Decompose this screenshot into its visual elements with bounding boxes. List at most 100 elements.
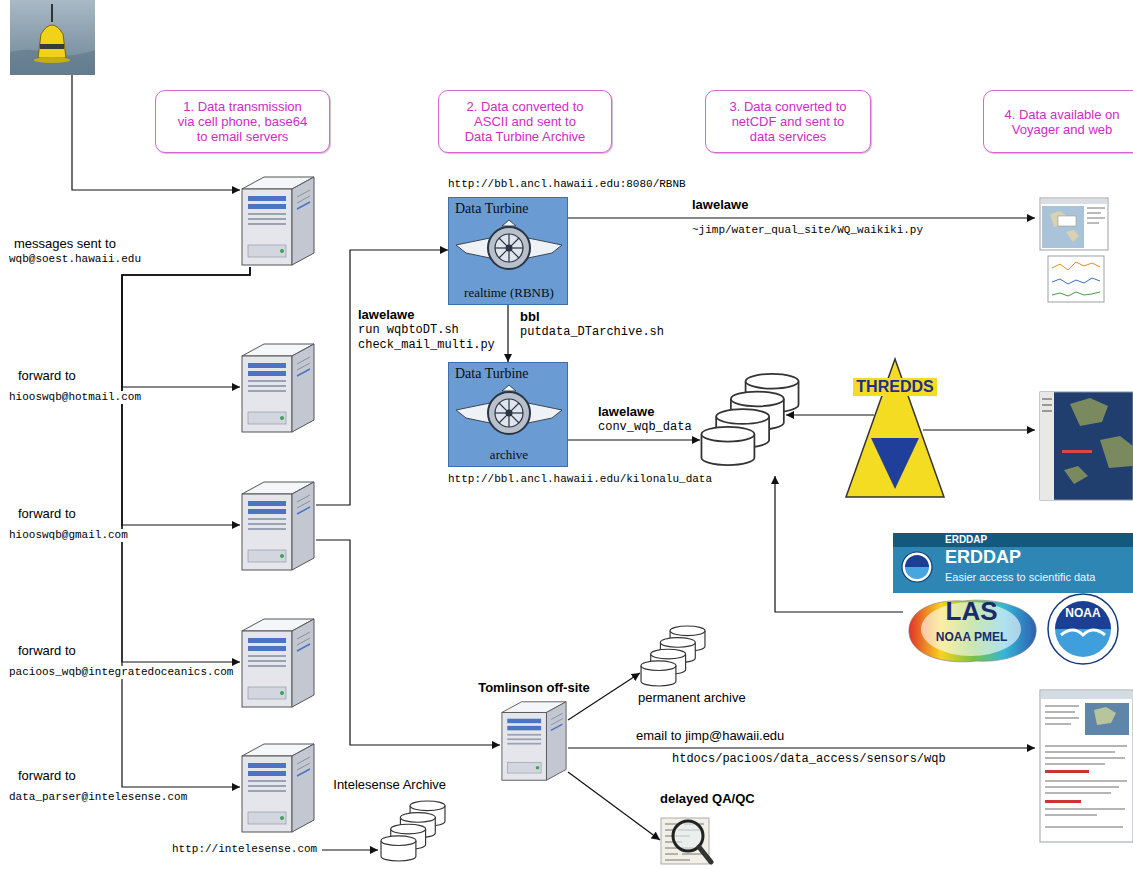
web-screenshot [1042, 206, 1084, 248]
connector [122, 267, 250, 387]
webpage-screenshot [1045, 717, 1079, 719]
flow-arrow [923, 429, 1035, 430]
map-screenshot [1040, 392, 1133, 500]
email-server-graphic [242, 619, 314, 707]
webpage-screenshot [1045, 757, 1125, 759]
step-text: 3. Data converted to netCDF and sent to … [724, 99, 852, 144]
host-label: lawelawe [358, 308, 414, 323]
email-server-graphic [242, 177, 314, 265]
webpage-screenshot [1045, 763, 1105, 765]
flow-arrow [568, 439, 700, 440]
noaa-logo: NOAA [1047, 593, 1119, 665]
web-screenshot [1087, 207, 1105, 209]
webpage-screenshot [1040, 690, 1133, 842]
thredds-logo-graphic [871, 438, 919, 489]
buoy-photo [40, 44, 64, 49]
webpage-screenshot [1094, 707, 1116, 725]
email-server-graphic [240, 617, 316, 709]
webpage-screenshot [1045, 814, 1097, 816]
server-name: Tomlinson off-site [478, 681, 590, 696]
webpage-screenshot [1045, 751, 1115, 753]
logo-text: ERDDAP [945, 547, 1021, 568]
flow-arrow [786, 414, 874, 415]
web-screenshot [1040, 198, 1108, 250]
erddap-logo-graphic [905, 567, 929, 579]
map-screenshot [1100, 436, 1133, 468]
webpage-screenshot [1045, 780, 1127, 782]
chart-screenshot [1052, 262, 1100, 270]
flow-arrow [568, 747, 1035, 748]
email-server-graphic [242, 744, 314, 832]
script-label: ~jimp/water_qual_site/WQ_waikiki.py [692, 224, 923, 237]
buoy-photo [10, 0, 95, 75]
erddap-logo-graphic [893, 533, 1133, 547]
database-icon: Intelesense Archive [380, 800, 446, 862]
connector [568, 772, 660, 840]
buoy-photo [34, 57, 70, 63]
email-server-graphic [240, 480, 316, 572]
script-label: run wqbtoDT.sh [358, 324, 459, 338]
connector [122, 267, 250, 787]
webpage-screenshot [1045, 808, 1125, 810]
url-label: http://bbl.ancl.hawaii.edu:8080/RBNB [448, 178, 686, 191]
map-screenshot [1042, 410, 1052, 412]
path-label: htdocs/pacioos/data_access/sensors/wqb [672, 753, 946, 767]
las-logo: LASNOAA PMEL [903, 593, 1040, 665]
email-server-graphic [242, 482, 314, 570]
database-icon-graphic [641, 626, 705, 686]
step-box: 4. Data available on Voyager and web [983, 90, 1133, 153]
email-server: forward topacioos_wqb@integratedoceanics… [240, 617, 316, 709]
chart-screenshot [1052, 292, 1100, 296]
email-server: forward todata_parser@intelesense.com [240, 742, 316, 834]
email-server-graphic [240, 342, 316, 434]
webpage-screenshot [1040, 690, 1133, 842]
note-label: email to jimp@hawaii.edu [636, 729, 784, 744]
box-title: Data Turbine [455, 366, 529, 382]
step-box: 2. Data converted to ASCII and sent to D… [438, 90, 612, 153]
web-screenshot [1040, 198, 1108, 250]
web-screenshot [1087, 222, 1099, 224]
connector [316, 250, 448, 505]
email-server: forward tohiooswqb@gmail.com [240, 480, 316, 572]
noaa-logo-graphic [1055, 629, 1111, 657]
buoy-photo [38, 25, 66, 58]
qaqc-icon-graphic [660, 812, 714, 866]
data-turbine-box-graphic [456, 385, 562, 434]
host-label: lawelawe [598, 405, 654, 420]
webpage-screenshot [1045, 786, 1119, 788]
logo-text: NOAA [1065, 607, 1100, 621]
server-caption: messages sent to [14, 237, 116, 252]
email-server: messages sent towqb@soest.hawaii.edu [240, 175, 316, 267]
step-box: 3. Data converted to netCDF and sent to … [705, 90, 871, 153]
connector [122, 267, 250, 662]
map-screenshot [1040, 392, 1054, 500]
logo-tagline: Easier access to scientific data [945, 571, 1095, 584]
server-caption: forward to [18, 507, 76, 522]
map-screenshot [1040, 392, 1133, 500]
database-icon-graphic [640, 625, 706, 687]
archive-server-graphic [500, 700, 568, 782]
step-box: 1. Data transmission via cell phone, bas… [155, 90, 330, 153]
noaa-logo-graphic [1048, 594, 1118, 664]
box-subtitle: realtime (RBNB) [464, 286, 554, 301]
noaa-logo-graphic [1047, 593, 1119, 665]
erddap-logo-graphic [905, 555, 929, 567]
archive-server: Tomlinson off-site [500, 700, 568, 782]
webpage-screenshot [1045, 792, 1111, 794]
flow-arrow [72, 75, 1035, 850]
map-screenshot [1062, 450, 1092, 453]
webpage-screenshot [1041, 691, 1133, 699]
map-screenshot [1042, 404, 1052, 406]
email-address: hiooswqb@gmail.com [8, 529, 129, 542]
archive-server-graphic [502, 702, 566, 780]
map-screenshot [1064, 466, 1088, 484]
connector [316, 540, 500, 745]
map-screenshot [1070, 398, 1108, 426]
webpage-screenshot [1045, 705, 1127, 828]
logo-text: NOAA PMEL [936, 631, 1008, 645]
script-label: putdata_DTarchive.sh [520, 326, 664, 340]
email-address: hiooswqb@hotmail.com [8, 391, 142, 404]
data-turbine-box: Data Turbinerealtime (RBNB) [448, 197, 568, 305]
host-label: lawelawe [692, 198, 748, 213]
